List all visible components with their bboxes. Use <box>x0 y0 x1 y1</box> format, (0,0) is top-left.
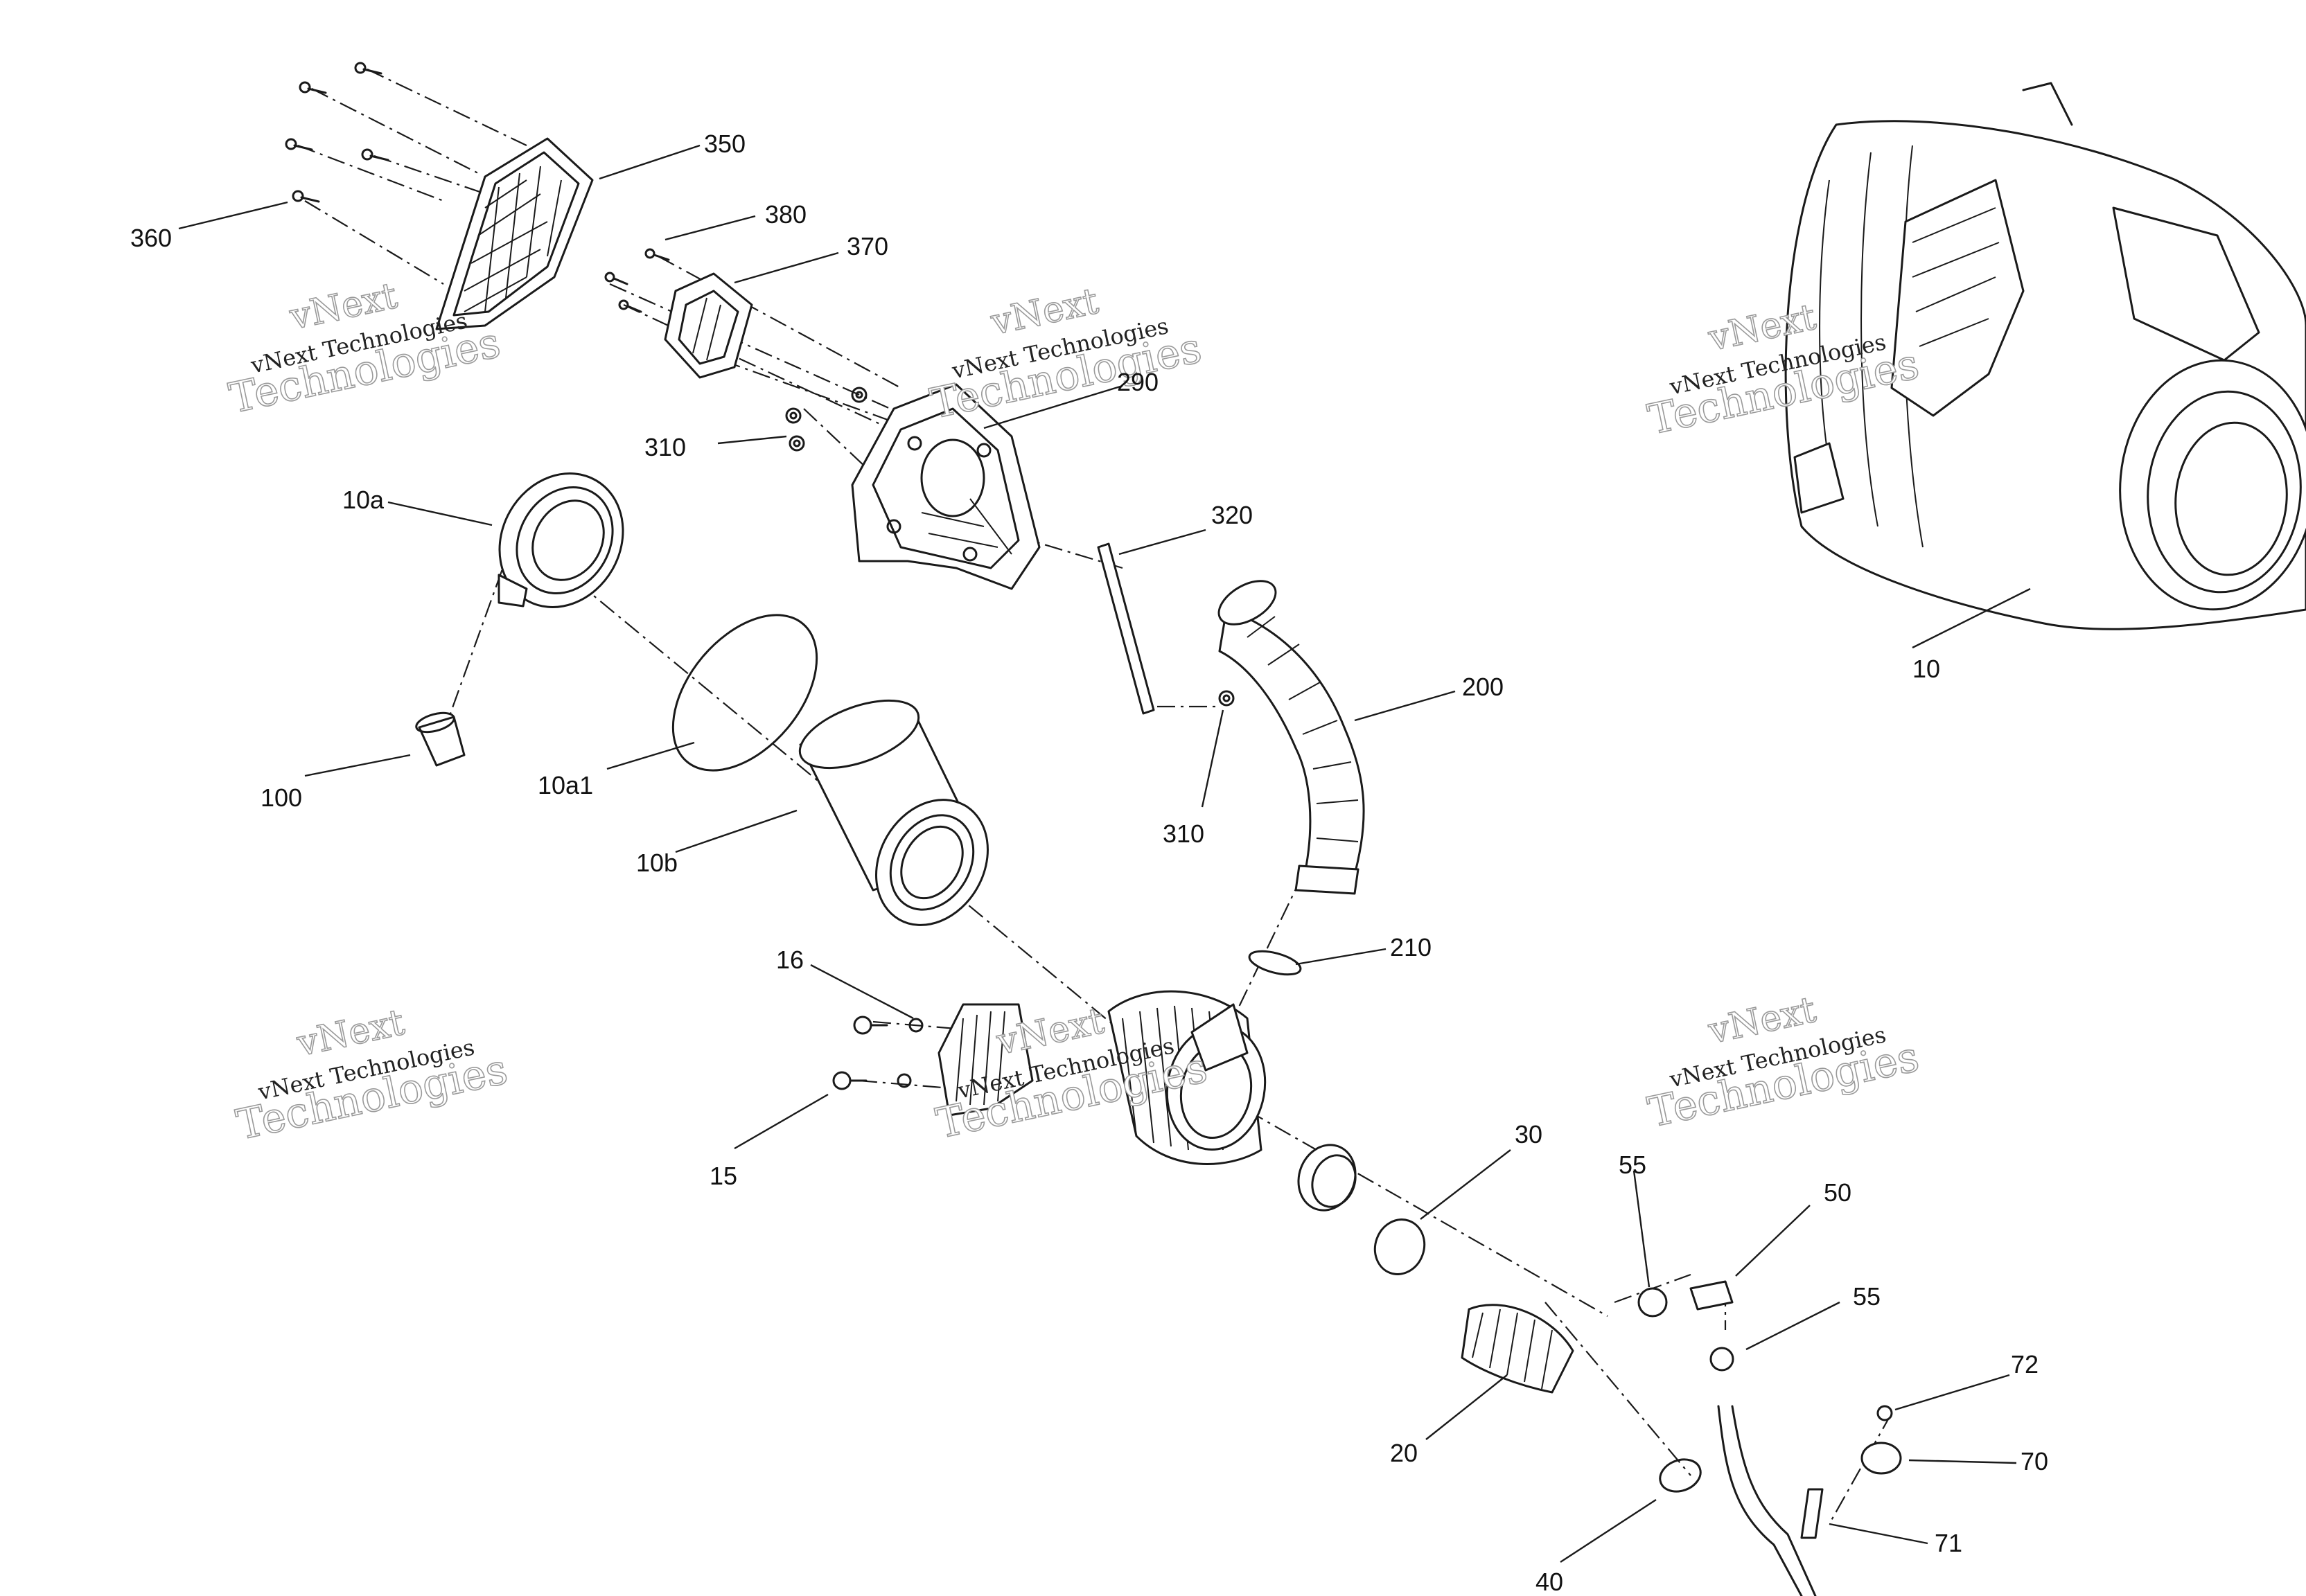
callout-10a1: 10a1 <box>538 771 593 799</box>
callout-10b: 10b <box>636 849 678 877</box>
callout-380: 380 <box>765 200 807 229</box>
valve-100 <box>415 711 466 767</box>
fittings-55-50 <box>1637 1280 1734 1372</box>
callout-40: 40 <box>1535 1568 1563 1596</box>
callout-10: 10 <box>1912 655 1940 683</box>
watermark-6: vNext vNext Technologies Technologies <box>1644 988 1924 1137</box>
callout-310-b: 310 <box>1163 819 1204 848</box>
mounting-bracket-290 <box>851 383 1041 590</box>
housing-bracket <box>938 1003 1034 1117</box>
callout-50: 50 <box>1824 1178 1851 1207</box>
clamp-40 <box>1659 1458 1702 1493</box>
hardware-70-71-72 <box>1800 1405 1902 1539</box>
callout-350: 350 <box>704 130 746 158</box>
callout-55-a: 55 <box>1619 1151 1646 1179</box>
filter-housing-mid <box>1107 990 1267 1165</box>
washer-310-b <box>1218 690 1235 707</box>
callout-200: 200 <box>1462 673 1504 701</box>
callout-320: 320 <box>1211 501 1253 529</box>
leader-lines <box>178 144 2031 1563</box>
washers-310 <box>785 387 868 452</box>
filter-housing-10 <box>1784 82 2306 630</box>
callout-71: 71 <box>1935 1529 1962 1557</box>
strap-320 <box>1097 542 1155 715</box>
callout-55-b: 55 <box>1853 1282 1881 1311</box>
filter-10b <box>798 699 989 926</box>
screws-360 <box>285 62 389 203</box>
watermark-2: vNext vNext Technologies Technologies <box>926 280 1206 429</box>
callout-290: 290 <box>1117 368 1159 396</box>
callout-360: 360 <box>130 224 172 252</box>
screws-380 <box>604 248 670 313</box>
callout-370: 370 <box>847 232 888 260</box>
outlet-hose-20 <box>1461 1304 1574 1394</box>
callout-100: 100 <box>261 783 302 812</box>
callout-30: 30 <box>1515 1120 1542 1149</box>
callout-210: 210 <box>1390 933 1432 961</box>
callout-310-a: 310 <box>644 433 686 461</box>
clamp-30 <box>1373 1218 1426 1275</box>
oring-10a1 <box>671 614 818 772</box>
drain-tube <box>1717 1405 1817 1596</box>
grille-panel-350 <box>435 137 594 330</box>
callout-15: 15 <box>710 1162 737 1190</box>
callout-16: 16 <box>776 946 804 974</box>
watermark-4: vNext vNext Technologies Technologies <box>232 1001 513 1150</box>
gasket-210 <box>1248 950 1302 976</box>
coupler <box>1297 1144 1357 1212</box>
callout-72: 72 <box>2011 1350 2039 1378</box>
callout-70: 70 <box>2021 1447 2048 1475</box>
callout-20: 20 <box>1390 1439 1418 1467</box>
clip-bracket-370 <box>664 272 753 379</box>
callout-labels: 350 360 380 370 290 310 10a 320 200 310 … <box>130 130 2048 1596</box>
cover-10a <box>498 472 624 608</box>
bolts-15-16 <box>832 1016 924 1090</box>
intake-hose-200 <box>1217 580 1365 895</box>
callout-10a: 10a <box>342 486 385 514</box>
